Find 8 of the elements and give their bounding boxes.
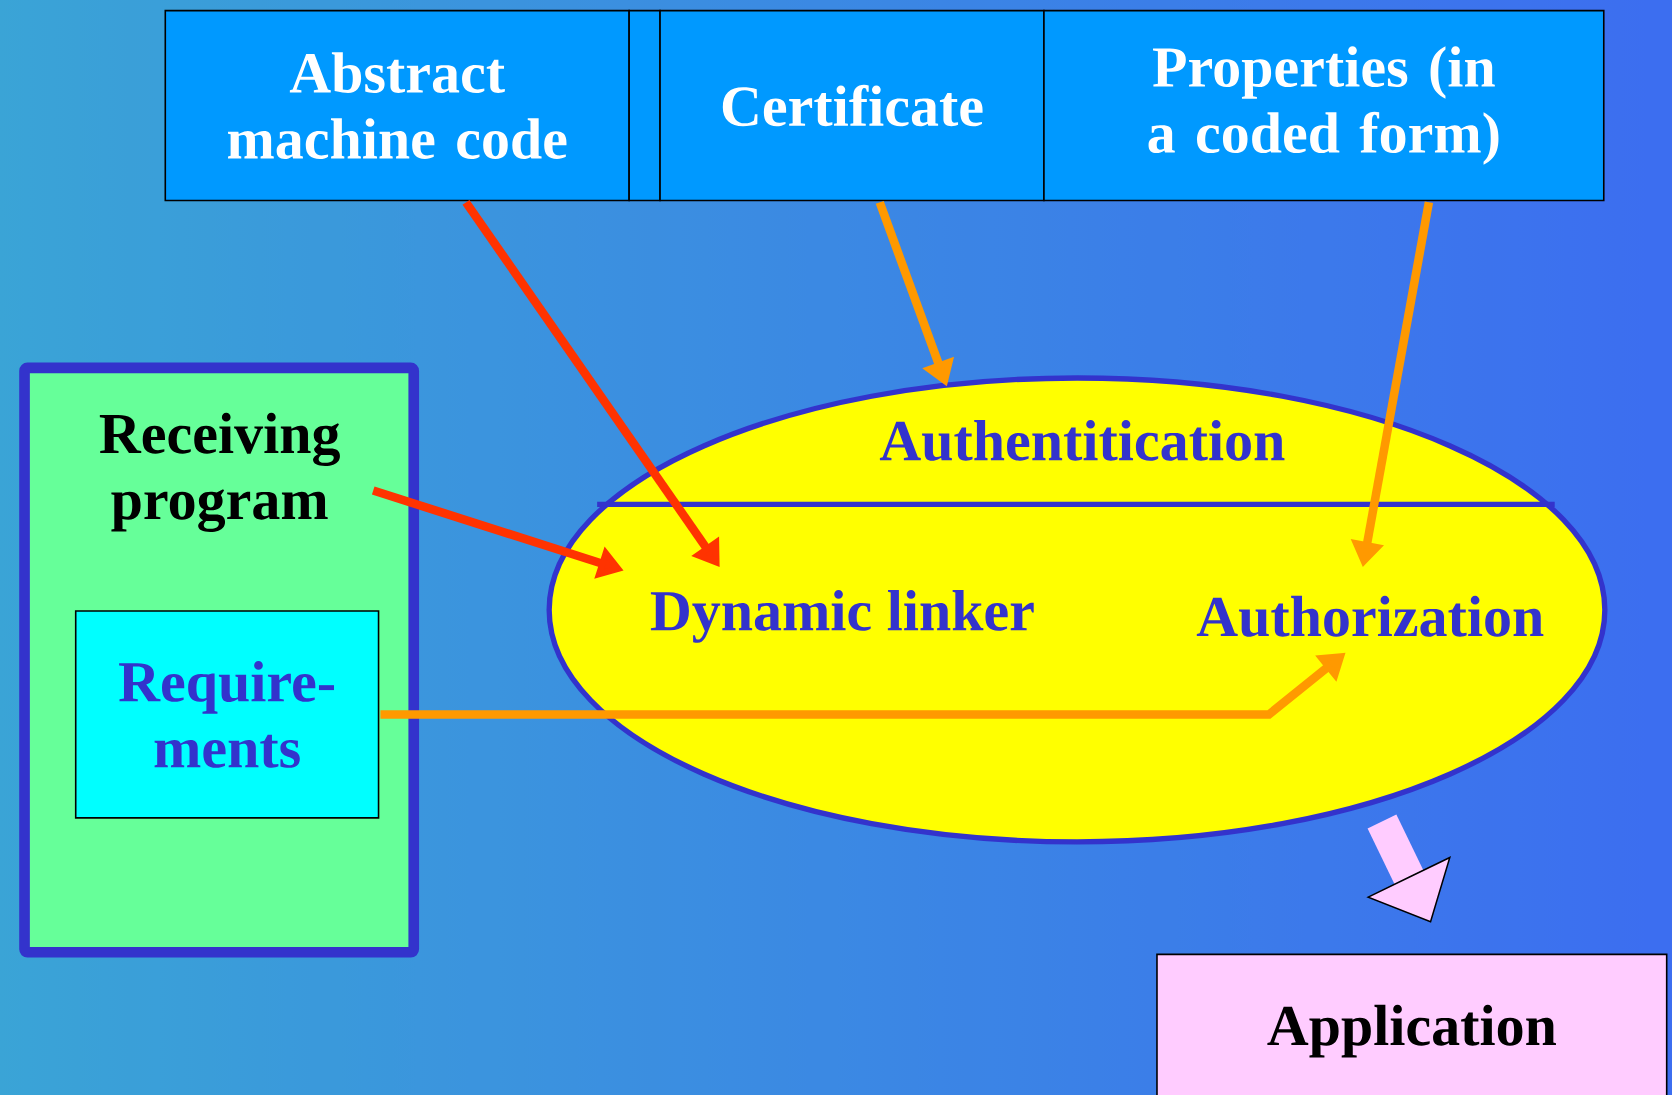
header-box — [628, 9, 661, 202]
panel-heading: Receiving program — [99, 412, 340, 532]
ellipse-heading: Authentitication — [879, 419, 1285, 461]
stage-label: Dynamic linker — [650, 589, 1034, 643]
header-box: Properties (in a coded form) — [1043, 9, 1605, 202]
requirements-box: Require- ments — [74, 610, 380, 819]
stage-label: Authorization — [1196, 595, 1544, 637]
application-box: Application — [1156, 953, 1668, 1095]
